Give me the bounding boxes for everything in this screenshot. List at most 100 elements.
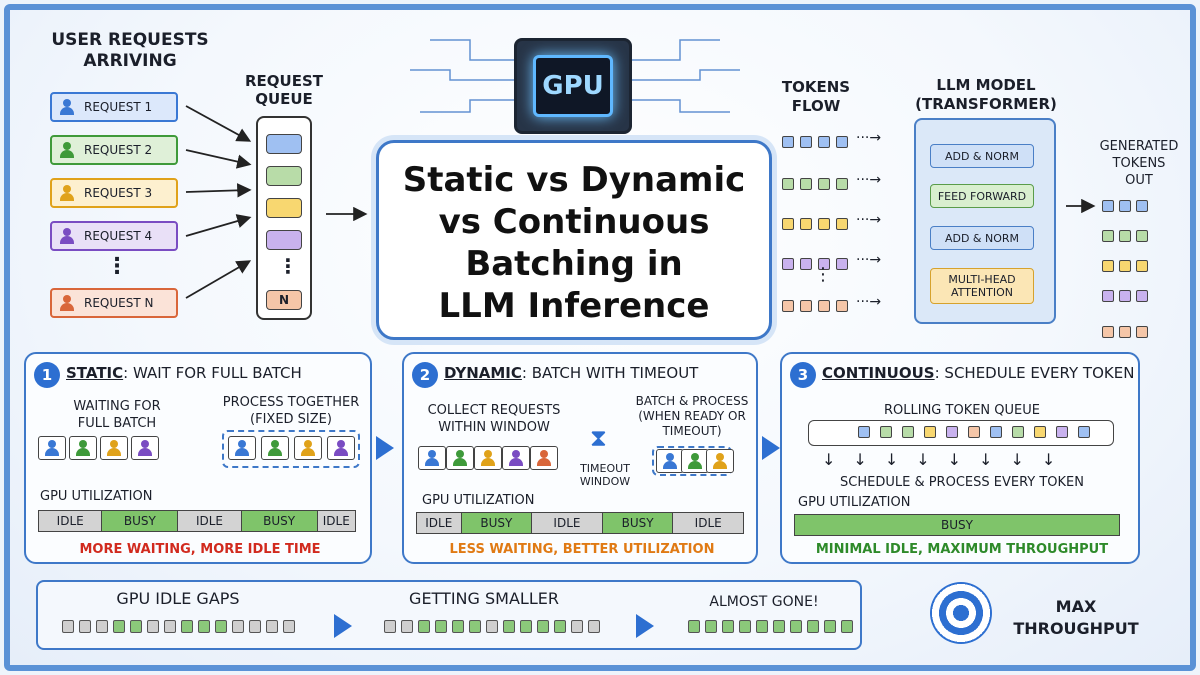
request-item: Request 1	[50, 92, 178, 122]
user-icon	[76, 440, 90, 456]
gpu-slot	[756, 620, 768, 633]
gpu-slot	[790, 620, 802, 633]
user-icon	[663, 453, 677, 469]
utilization-busy: Busy	[795, 515, 1119, 535]
utilization-idle: Idle	[39, 511, 103, 531]
output-token	[1136, 326, 1148, 338]
gpu-utilization-label: GPU Utilization	[40, 489, 153, 504]
queue-slot	[266, 166, 302, 186]
request-item: Request 4	[50, 221, 178, 251]
utilization-idle: Idle	[673, 513, 744, 533]
gpu-utilization-label: GPU Utilization	[798, 495, 911, 510]
output-token	[1102, 326, 1114, 338]
gpu-slot	[588, 620, 600, 633]
token-flow-arrow: ···→	[856, 252, 882, 268]
arrow-icon	[636, 614, 654, 638]
gpu-slot	[554, 620, 566, 633]
request-box	[681, 449, 709, 473]
request-box	[131, 436, 159, 460]
arrow-icon	[334, 614, 352, 638]
gpu-slot	[232, 620, 244, 633]
gpu-slot	[249, 620, 261, 633]
gpu-slot	[841, 620, 853, 633]
page-title: Static vs Dynamic vs Continuous Batching…	[402, 160, 746, 326]
output-token	[1119, 326, 1131, 338]
queue-header: Request Queue	[244, 72, 323, 108]
token	[782, 136, 794, 148]
request-label: Request 2	[84, 143, 153, 157]
user-icon	[45, 440, 59, 456]
token	[836, 178, 848, 190]
output-token	[1119, 200, 1131, 212]
token	[782, 258, 794, 270]
gpu-label: GPU	[533, 55, 613, 117]
users-header: User Requests Arriving	[51, 30, 209, 71]
output-token	[1119, 290, 1131, 302]
request-box	[474, 446, 502, 470]
user-icon	[509, 450, 523, 466]
user-icon	[138, 440, 152, 456]
request-item: Request 3	[50, 178, 178, 208]
output-token	[1102, 200, 1114, 212]
queue-token	[1034, 426, 1046, 438]
output-token	[1119, 230, 1131, 242]
timeout-label: Timeout Window	[579, 462, 631, 488]
gpu-slot	[79, 620, 91, 633]
request-box	[294, 436, 322, 460]
arrow-icon	[762, 436, 780, 460]
utilization-busy: Busy	[241, 511, 318, 531]
gpu-slot	[113, 620, 125, 633]
gpu-slot	[62, 620, 74, 633]
panel-title: Continuous: Schedule Every Token	[822, 364, 1134, 382]
queue-token	[858, 426, 870, 438]
token	[818, 136, 830, 148]
layer-feed-forward: Feed Forward	[930, 184, 1034, 208]
gpu-slot	[722, 620, 734, 633]
request-queue: ⋮ N	[256, 116, 312, 320]
queue-token	[1078, 426, 1090, 438]
request-box	[228, 436, 256, 460]
arrow-icon	[376, 436, 394, 460]
generated-header: Generated Tokens Out	[1099, 139, 1179, 188]
queue-token	[1012, 426, 1024, 438]
queue-token	[880, 426, 892, 438]
user-icon	[268, 440, 282, 456]
gpu-utilization-label: GPU Utilization	[422, 493, 535, 508]
tokens-more: ⋮	[814, 264, 832, 285]
gpu-slot	[705, 620, 717, 633]
panel-subtitle: : Schedule Every Token	[934, 364, 1135, 382]
output-token	[1136, 230, 1148, 242]
gpu-slot	[773, 620, 785, 633]
idle-gaps-strip: GPU Idle Gaps Getting Smaller Almost Gon…	[36, 580, 862, 650]
panel-subtitle: : Batch with Timeout	[521, 364, 699, 382]
gpu-slot	[266, 620, 278, 633]
panel-static: 1 Static: Wait for Full Batch Waiting fo…	[24, 352, 372, 564]
user-icon	[60, 185, 74, 201]
gpu-slot	[571, 620, 583, 633]
gpu-slot	[147, 620, 159, 633]
output-token	[1119, 260, 1131, 272]
token	[782, 300, 794, 312]
title-box: Static vs Dynamic vs Continuous Batching…	[376, 140, 772, 340]
panel-name: Continuous	[822, 364, 935, 382]
model-header: LLM Model (Transformer)	[915, 76, 1057, 113]
utilization-busy: Busy	[102, 511, 179, 531]
process-label: Process Together (Fixed Size)	[222, 395, 360, 427]
gpu-slot	[807, 620, 819, 633]
user-icon	[301, 440, 315, 456]
gpu-slot	[384, 620, 396, 633]
user-icon	[334, 440, 348, 456]
fixed-batch	[222, 430, 360, 468]
user-icon	[60, 228, 74, 244]
token	[800, 136, 812, 148]
token	[836, 218, 848, 230]
waiting-label: Waiting for Full Batch	[73, 399, 161, 431]
token	[800, 218, 812, 230]
gpu-slot	[198, 620, 210, 633]
collect-label: Collect Requests within Window	[427, 403, 561, 435]
user-icon	[481, 450, 495, 466]
request-box	[502, 446, 530, 470]
output-token	[1102, 230, 1114, 242]
queue-slot	[266, 134, 302, 154]
user-icon	[537, 450, 551, 466]
